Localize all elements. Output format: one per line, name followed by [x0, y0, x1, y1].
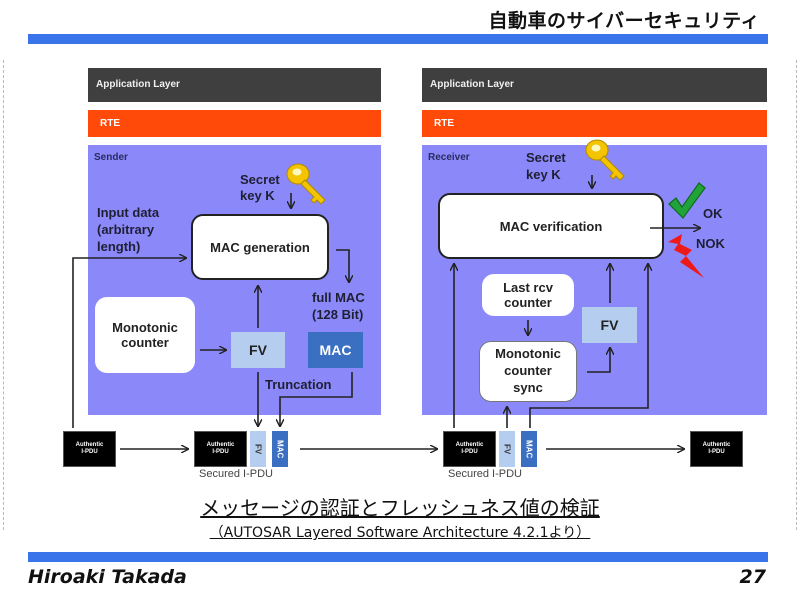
key-icon [582, 136, 632, 186]
header-bar [28, 34, 768, 44]
receiver-application-layer: Application Layer [422, 68, 767, 102]
pdu-label-line1: Authentic [75, 442, 104, 449]
sender-secret-key-line1: Secret [240, 172, 280, 187]
pdu-fv-label: FV [502, 443, 512, 455]
secured-ipdu-sender-label: Secured I-PDU [199, 468, 273, 480]
truncation-label: Truncation [265, 377, 332, 392]
authentic-ipdu-source: Authentic I-PDU [63, 431, 116, 467]
full-mac-line1: full MAC [312, 290, 365, 305]
receiver-secret-key-line1: Secret [526, 150, 566, 165]
secured-ipdu-receiver-fv: FV [499, 431, 515, 467]
secured-ipdu-receiver-label: Secured I-PDU [448, 468, 522, 480]
sender-rte-layer: RTE [88, 110, 381, 137]
pdu-label-line1: Authentic [206, 442, 235, 449]
sender-mac-box: MAC [308, 332, 363, 368]
secured-ipdu-sender-fv: FV [250, 431, 266, 467]
sync-line1: Monotonic [495, 346, 561, 362]
last-rcv-counter-box: Last rcv counter [482, 274, 574, 316]
receiver-secret-key-line2: key K [526, 167, 561, 182]
sender-panel [88, 145, 381, 415]
sender-fv-box: FV [231, 332, 285, 368]
secured-ipdu-sender-authentic: Authentic I-PDU [194, 431, 247, 467]
source-caption: （AUTOSAR Layered Software Architecture 4… [209, 525, 591, 541]
authentic-ipdu-destination: Authentic I-PDU [690, 431, 743, 467]
pdu-label-line2: I-PDU [212, 449, 229, 455]
key-icon [283, 160, 333, 210]
ok-label: OK [703, 206, 723, 221]
footer-bar [28, 552, 768, 562]
pdu-mac-label: MAC [524, 439, 534, 459]
secured-ipdu-receiver-mac: MAC [521, 431, 537, 467]
pdu-label-line1: Authentic [455, 442, 484, 449]
secured-ipdu-sender-mac: MAC [272, 431, 288, 467]
nok-label: NOK [696, 236, 725, 251]
pdu-mac-label: MAC [275, 439, 285, 459]
right-edge-dots [794, 60, 797, 530]
sync-line2: counter [504, 363, 552, 379]
mac-generation-box: MAC generation [191, 214, 329, 280]
checkmark-icon [666, 180, 706, 222]
monotonic-counter-sync-box: Monotonic counter sync [479, 341, 577, 402]
pdu-label-line2: I-PDU [81, 449, 98, 455]
secured-ipdu-receiver-authentic: Authentic I-PDU [443, 431, 496, 467]
page-number: 27 [739, 566, 766, 588]
sender-application-layer: Application Layer [88, 68, 381, 102]
pdu-label-line2: I-PDU [461, 449, 478, 455]
monotonic-counter-line1: Monotonic [112, 320, 178, 335]
last-rcv-line2: counter [504, 295, 552, 310]
sync-line3: sync [513, 379, 543, 395]
input-data-line3: length) [97, 239, 141, 254]
receiver-fv-box: FV [582, 307, 637, 343]
slide-title: 自動車のサイバーセキュリティ [488, 10, 760, 32]
left-edge-dots [3, 60, 6, 530]
monotonic-counter-box: Monotonic counter [95, 297, 195, 373]
input-data-line2: (arbitrary [97, 222, 155, 237]
author-name: Hiroaki Takada [28, 566, 187, 588]
sender-label: Sender [94, 152, 128, 163]
receiver-label: Receiver [428, 152, 470, 163]
sender-secret-key-line2: key K [240, 188, 275, 203]
mac-verification-box: MAC verification [438, 193, 664, 259]
receiver-rte-layer: RTE [422, 110, 767, 137]
main-caption: メッセージの認証とフレッシュネス値の検証 [200, 496, 600, 520]
pdu-fv-label: FV [253, 443, 263, 455]
lightning-icon [664, 232, 708, 282]
last-rcv-line1: Last rcv [503, 280, 553, 295]
monotonic-counter-line2: counter [121, 335, 169, 350]
full-mac-line2: (128 Bit) [312, 307, 364, 322]
input-data-line1: Input data [97, 205, 160, 220]
pdu-label-line2: I-PDU [708, 449, 725, 455]
pdu-label-line1: Authentic [702, 442, 731, 449]
